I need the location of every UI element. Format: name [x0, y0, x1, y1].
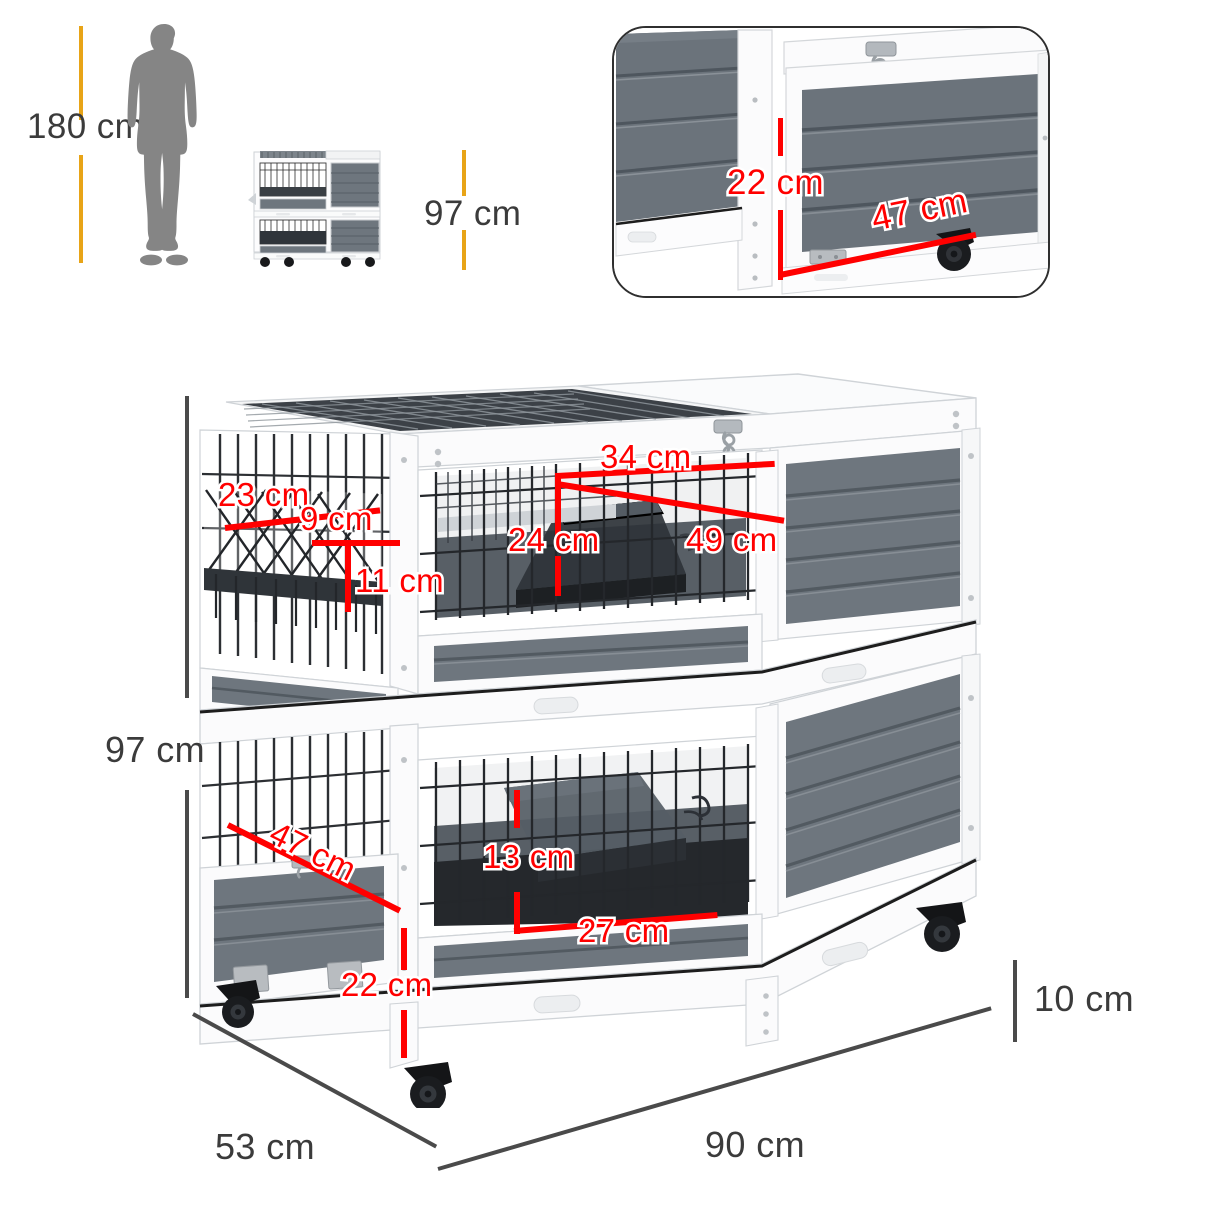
lower-door-height-label: 22 cm: [338, 964, 434, 1006]
overall-width-label: 90 cm: [705, 1124, 806, 1165]
upper-ramp-length-label: 49 cm: [683, 519, 779, 561]
caster-wheel-icon-rear-right: [916, 902, 966, 952]
overall-height-rule-top: [185, 396, 189, 698]
product-height-rule-top: [462, 150, 466, 196]
hay-rack-depth-label: 9 cm: [298, 498, 375, 540]
upper-tray-handle-right: [821, 663, 867, 684]
upper-opening-height-label: 24 cm: [505, 519, 601, 561]
caster-wheel-icon-front-right: [404, 1062, 452, 1112]
hay-rack-width-label: 23 cm: [215, 474, 311, 516]
lower-opening-width-label: 27 cm: [575, 910, 671, 952]
hay-rack-height-rule: [345, 540, 351, 612]
upper-tray-handle: [533, 696, 579, 715]
overall-height-rule-bottom: [185, 790, 189, 998]
main-hutch-illustration: [186, 368, 1026, 1112]
lower-door-height-rule-top: [401, 928, 407, 970]
hay-rack-depth-rule: [312, 540, 400, 546]
rabbit-hutch-thumbnail-icon: [248, 150, 381, 267]
product-height-label: 97 cm: [424, 194, 522, 233]
person-height-rule-bottom: [79, 155, 83, 263]
ground-clearance-label: 10 cm: [1034, 978, 1135, 1019]
bottom-tray-handle: [533, 994, 581, 1014]
inset-height-tick-bottom: [778, 210, 783, 280]
scale-comparison-group: 180 cm: [0, 0, 540, 300]
lower-door-height-rule-bottom: [401, 1010, 407, 1058]
door-hinge-icon: [326, 960, 364, 990]
bottom-tray-handle-right: [821, 941, 869, 967]
upper-opening-rule-top: [555, 473, 561, 537]
upper-ramp-top-label: 34 cm: [597, 436, 693, 478]
lower-opening-height-rule-bottom: [514, 892, 520, 934]
overall-height-label: 97 cm: [105, 729, 206, 770]
upper-opening-rule-bottom: [555, 556, 561, 596]
lower-opening-height-label: 13 cm: [480, 836, 576, 878]
inset-height-label: 22 cm: [725, 161, 827, 205]
person-height-rule-top: [79, 26, 83, 120]
overall-depth-label: 53 cm: [215, 1126, 316, 1167]
adult-male-silhouette-icon: [127, 24, 197, 266]
inset-height-tick-top: [778, 118, 783, 156]
person-height-label: 180 cm: [27, 107, 145, 146]
hay-rack-height-label: 11 cm: [353, 560, 447, 602]
caster-wheel-icon-front-left: [216, 980, 260, 1028]
side-door-detail-inset: 22 cm 47 cm: [612, 26, 1050, 298]
product-height-rule-bottom: [462, 230, 466, 270]
ground-clearance-rule: [1013, 960, 1017, 1042]
side-door-detail-illustration: [614, 28, 1048, 296]
lower-opening-height-rule-top: [514, 790, 520, 828]
